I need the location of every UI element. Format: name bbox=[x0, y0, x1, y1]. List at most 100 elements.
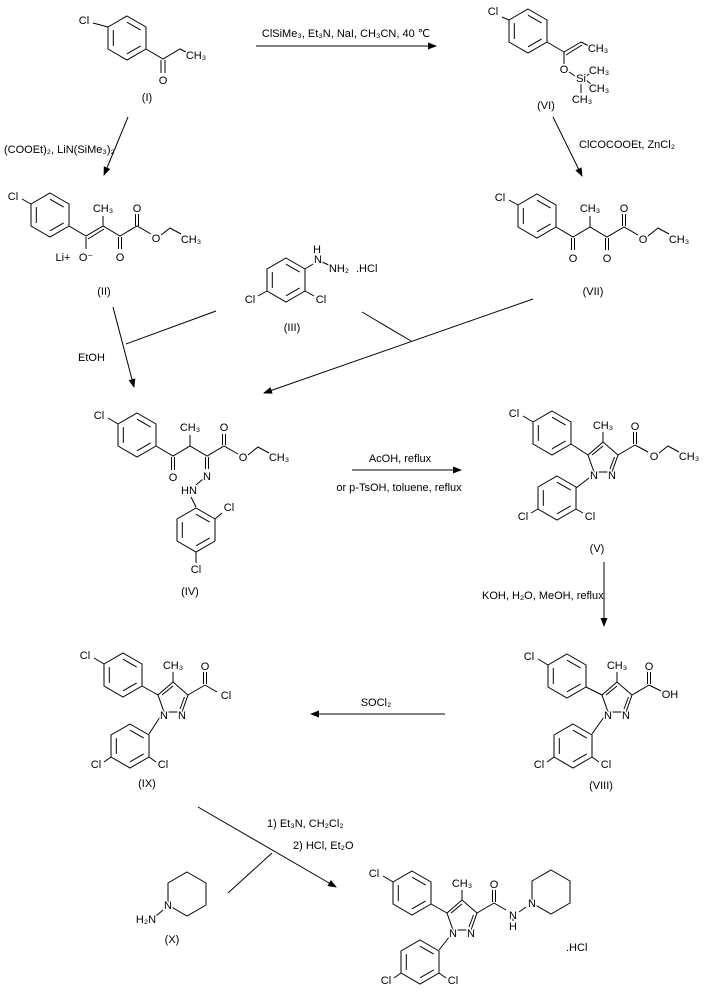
atom-o-minus: O⁻ bbox=[79, 252, 94, 264]
compound-label-viii: (VIII) bbox=[589, 780, 613, 792]
pyrazole-ring bbox=[601, 681, 633, 713]
bonds bbox=[93, 657, 218, 763]
arrow-vi-to-vii: ClCOCOOEt, ZnCl₂ bbox=[552, 116, 675, 177]
atom-cl: Cl bbox=[534, 759, 544, 771]
reaction-arrow bbox=[103, 116, 129, 176]
atom-cl: Cl bbox=[601, 759, 611, 771]
compound-viii: Cl CH₃ O OH N N Cl Cl (VIII) bbox=[522, 650, 680, 793]
atom-cl: Cl bbox=[224, 502, 234, 514]
arrow-vii-iii-to-iv bbox=[263, 298, 534, 394]
benzene-ring bbox=[532, 410, 572, 456]
compound-label-iv: (IV) bbox=[181, 586, 199, 598]
atom-cl: Cl bbox=[158, 759, 168, 771]
compound-ii: Cl CH₃ Li+ O⁻ O O O CH₃ (II) bbox=[6, 190, 202, 299]
atom-cl: Cl bbox=[79, 15, 89, 27]
reaction-arrow bbox=[112, 306, 136, 388]
atom-cl: Cl bbox=[524, 651, 534, 663]
atom-o: O bbox=[645, 661, 654, 673]
compound-vi: Cl CH₃ O Si CH₃ CH₃ CH₃ (VI) bbox=[486, 5, 610, 113]
benzene-ring bbox=[400, 939, 440, 985]
reaction-arrow bbox=[197, 806, 337, 888]
condition-ix-to-product-2: 2) HCl, Et₂O bbox=[293, 840, 354, 852]
reaction-arrow bbox=[552, 116, 583, 177]
compound-label-x: (X) bbox=[165, 934, 180, 946]
bonds bbox=[537, 658, 662, 763]
atom-o: O bbox=[639, 234, 648, 246]
compound-label-ii: (II) bbox=[97, 286, 110, 298]
bonds bbox=[257, 255, 332, 297]
branch-line bbox=[361, 311, 412, 342]
atom-n: N bbox=[622, 710, 630, 722]
atom-n: N bbox=[467, 928, 475, 940]
atom-cl: Cl bbox=[585, 511, 595, 523]
atom-n: N bbox=[509, 910, 517, 922]
atom-o: O bbox=[239, 452, 248, 464]
compound-vii: Cl CH₃ O O O O CH₃ (VII) bbox=[493, 191, 690, 299]
piperidine-ring bbox=[167, 871, 207, 917]
condition-viii-to-ix: SOCl₂ bbox=[361, 697, 392, 709]
condition-i-to-vi: ClSiMe₃, Et₃N, NaI, CH₃CN, 40 ℃ bbox=[262, 28, 430, 40]
atom-n: N bbox=[590, 470, 598, 482]
atom-cl: Cl bbox=[221, 690, 231, 702]
atom-cl: Cl bbox=[518, 511, 528, 523]
atom-cl: Cl bbox=[80, 650, 90, 662]
atom-o: O bbox=[650, 451, 659, 463]
atom-ch3: CH₃ bbox=[93, 203, 113, 215]
condition-iv-to-v-2: or p-TsOH, toluene, reflux bbox=[336, 482, 462, 494]
salt-hcl: .HCl bbox=[356, 263, 377, 275]
atom-h: H bbox=[313, 244, 321, 256]
atom-cl: Cl bbox=[488, 6, 498, 18]
arrow-i-to-ii: (COOEt)₂, LiN(SiMe₃)₂ bbox=[4, 116, 129, 176]
atom-si: Si bbox=[576, 73, 586, 85]
arrow-v-to-viii: KOH, H₂O, MeOH, reflux bbox=[482, 562, 608, 627]
atom-ch3: CH₃ bbox=[181, 234, 201, 246]
atom-ch3: CH₃ bbox=[589, 65, 609, 77]
benzene-ring bbox=[547, 653, 587, 699]
compound-label-vi: (VI) bbox=[537, 100, 555, 112]
atom-h: H bbox=[509, 921, 517, 933]
benzene-ring bbox=[176, 507, 216, 553]
benzene-ring bbox=[103, 652, 143, 698]
compound-x: N H₂N (X) bbox=[134, 871, 207, 946]
pyrazole-ring bbox=[157, 681, 189, 713]
atom-o: O bbox=[620, 203, 629, 215]
atom-n: N bbox=[203, 471, 211, 483]
compound-iii: H N NH₂ .HCl Cl Cl (III) bbox=[243, 243, 379, 335]
benzene-ring bbox=[107, 15, 147, 61]
atom-n: N bbox=[178, 710, 186, 722]
atom-ch3: CH₃ bbox=[580, 203, 600, 215]
atom-nh2: NH₂ bbox=[329, 263, 349, 275]
pyrazole-ring bbox=[587, 441, 619, 473]
atom-ch3: CH₃ bbox=[180, 422, 200, 434]
reaction-arrow bbox=[263, 298, 534, 394]
atom-oh: OH bbox=[662, 689, 679, 701]
compound-label-ix: (IX) bbox=[138, 778, 156, 790]
bonds bbox=[382, 875, 527, 979]
condition-iv-to-v-1: AcOH, reflux bbox=[369, 453, 432, 465]
atom-cl: Cl bbox=[509, 408, 519, 420]
atom-h2n: H₂N bbox=[136, 914, 156, 926]
atom-ch3: CH₃ bbox=[186, 50, 206, 62]
atom-o: O bbox=[133, 203, 142, 215]
atom-cl: Cl bbox=[245, 294, 255, 306]
atom-o: O bbox=[159, 75, 168, 87]
branch-line bbox=[227, 852, 273, 894]
benzene-ring bbox=[110, 723, 150, 769]
atom-o: O bbox=[631, 421, 640, 433]
benzene-ring bbox=[392, 870, 432, 916]
atom-hn: HN bbox=[181, 485, 197, 497]
bonds bbox=[522, 415, 680, 514]
benzene-ring bbox=[508, 8, 548, 54]
atom-n: N bbox=[160, 710, 168, 722]
atom-o: O bbox=[569, 253, 578, 265]
bonds bbox=[107, 417, 270, 563]
atom-ch3: CH₃ bbox=[269, 452, 289, 464]
atom-o: O bbox=[201, 661, 210, 673]
branch-line bbox=[125, 310, 217, 345]
atom-cl: Cl bbox=[91, 759, 101, 771]
atom-n: N bbox=[164, 900, 172, 912]
condition-i-to-ii: (COOEt)₂, LiN(SiMe₃)₂ bbox=[4, 144, 115, 156]
atom-ch3: CH₃ bbox=[669, 234, 689, 246]
atom-o: O bbox=[220, 422, 229, 434]
